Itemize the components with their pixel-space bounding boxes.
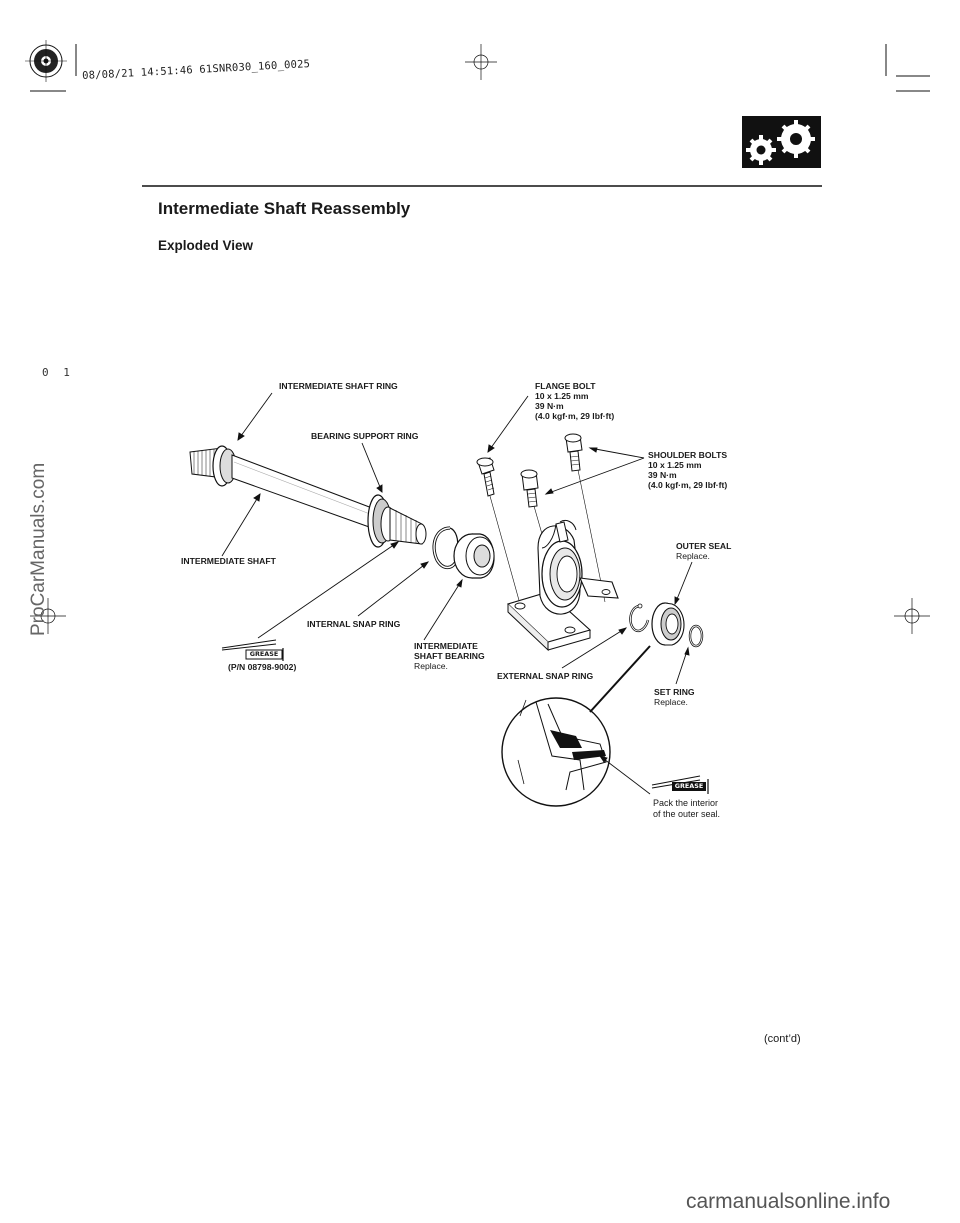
registration-mark-top-left	[25, 40, 67, 82]
shoulder-bolt-drawing-1	[564, 433, 583, 472]
side-watermark: ProCarManuals.com	[28, 462, 49, 636]
shoulder-bolts-size: 10 x 1.25 mm	[648, 460, 702, 470]
flange-bolt-name: FLANGE BOLT	[535, 381, 596, 391]
label-intermediate-shaft-ring: INTERMEDIATE SHAFT RING	[279, 381, 398, 391]
crosshair-right	[894, 598, 930, 634]
section-subtitle: Exploded View	[158, 238, 254, 253]
flange-bolt-size: 10 x 1.25 mm	[535, 391, 589, 401]
grease-tube-icon	[221, 639, 284, 661]
pack-note-line2: of the outer seal.	[653, 808, 721, 819]
label-shoulder-bolts: SHOULDER BOLTS 10 x 1.25 mm 39 N·m (4.0 …	[648, 450, 727, 490]
shoulder-bolts-torque-alt: (4.0 kgf·m, 29 lbf·ft)	[648, 480, 728, 490]
label-intermediate-shaft-bearing: INTERMEDIATE SHAFT BEARING Replace.	[414, 641, 485, 671]
label-intermediate-shaft: INTERMEDIATE SHAFT	[181, 556, 276, 566]
shoulder-bolt-drawing-2	[520, 469, 539, 508]
bearing-support-drawing	[489, 469, 619, 652]
label-flange-bolt: FLANGE BOLT 10 x 1.25 mm 39 N·m (4.0 kgf…	[535, 381, 614, 421]
set-ring-drawing	[688, 624, 704, 648]
external-snap-ring-drawing	[629, 603, 650, 633]
label-external-snap-ring: EXTERNAL SNAP RING	[497, 671, 594, 681]
label-set-ring: SET RING Replace.	[654, 687, 695, 707]
grease-badge-2: GREASE	[674, 782, 704, 790]
exploded-diagram	[189, 433, 704, 807]
flange-bolt-drawing	[476, 457, 495, 497]
leader-lines	[221, 392, 693, 795]
shoulder-bolts-name: SHOULDER BOLTS	[648, 450, 728, 460]
crosshair-left	[30, 598, 66, 634]
label-grease-part-number: (P/N 08798-9002)	[228, 662, 297, 672]
bearing-note: Replace.	[414, 661, 448, 671]
intermediate-shaft-drawing	[189, 445, 427, 548]
outer-seal-drawing	[651, 602, 685, 646]
bearing-line1: INTERMEDIATE	[414, 641, 478, 651]
pack-note: Pack the interior of the outer seal.	[653, 798, 720, 819]
label-outer-seal: OUTER SEAL Replace.	[676, 541, 731, 561]
flange-bolt-torque-alt: (4.0 kgf·m, 29 lbf·ft)	[535, 411, 615, 421]
continued-note: (cont’d)	[764, 1033, 801, 1045]
set-ring-note: Replace.	[654, 697, 688, 707]
shoulder-bolts-torque: 39 N·m	[648, 470, 677, 480]
outer-seal-note: Replace.	[676, 551, 710, 561]
bearing-line2: SHAFT BEARING	[414, 651, 485, 661]
outer-seal-name: OUTER SEAL	[676, 541, 732, 551]
label-bearing-support-ring: BEARING SUPPORT RING	[311, 431, 419, 441]
label-internal-snap-ring: INTERNAL SNAP RING	[307, 619, 401, 629]
page-title: Intermediate Shaft Reassembly	[158, 199, 411, 218]
flange-bolt-torque: 39 N·m	[535, 401, 564, 411]
bottom-watermark: carmanualsonline.info	[686, 1190, 891, 1213]
pack-note-line1: Pack the interior	[653, 798, 719, 808]
side-page-mark: 0 1	[42, 366, 74, 379]
grease-badge-1: GREASE	[249, 650, 279, 658]
grease-tube-icon-2	[651, 775, 709, 794]
gears-icon	[742, 116, 821, 168]
detail-circle-outer-seal	[501, 645, 651, 807]
set-ring-name: SET RING	[654, 687, 695, 697]
crosshair-top	[465, 44, 497, 80]
intermediate-shaft-bearing-drawing	[453, 533, 495, 579]
